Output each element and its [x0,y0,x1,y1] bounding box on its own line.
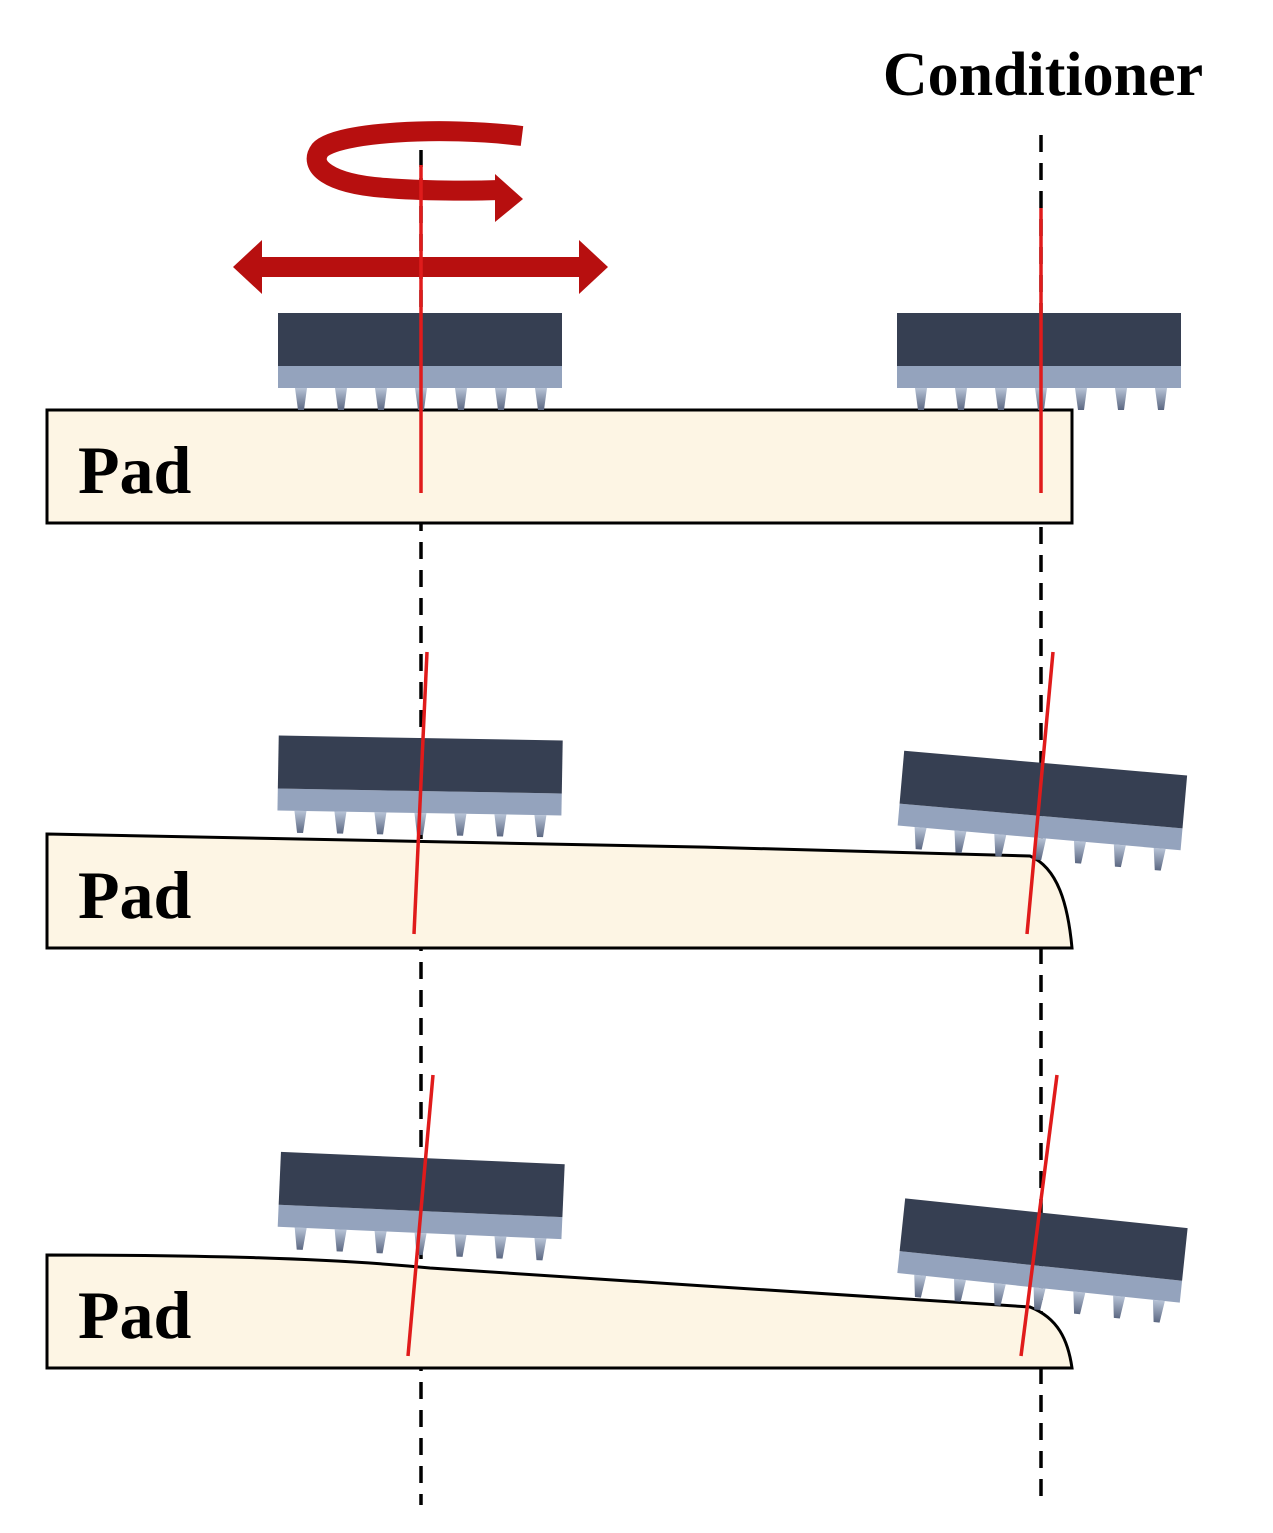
conditioner-base [897,803,1183,851]
axis-line-left [412,651,429,935]
conditioner-base [897,366,1181,388]
conditioner-right [897,1198,1188,1323]
conditioner-body [897,313,1181,366]
conditioner-right [897,750,1188,871]
conditioner-right [897,313,1181,410]
pad [45,832,1074,950]
conditioner-body [899,1198,1188,1281]
pad [45,408,1074,525]
stage-3: Pad [45,1074,1188,1370]
conditioner-title: Conditioner [883,41,1203,109]
pad-label: Pad [78,432,192,508]
stage-2: Pad [45,651,1188,950]
diamond-tips [914,1274,1165,1323]
diamond-tips [294,1227,547,1261]
rotation-arrow-icon [306,121,524,222]
axis-line-left [406,1074,435,1357]
diamond-tips [914,826,1166,871]
pad [45,1253,1074,1370]
pad-label: Pad [78,1277,192,1353]
stage-1: Pad [45,165,1181,525]
pad-label: Pad [78,857,192,933]
conditioner-base [897,1251,1183,1303]
axis-line-right [1025,651,1055,935]
conditioner-body [899,750,1188,829]
axis-line-right [1019,1074,1059,1357]
diamond-tips [294,810,547,838]
